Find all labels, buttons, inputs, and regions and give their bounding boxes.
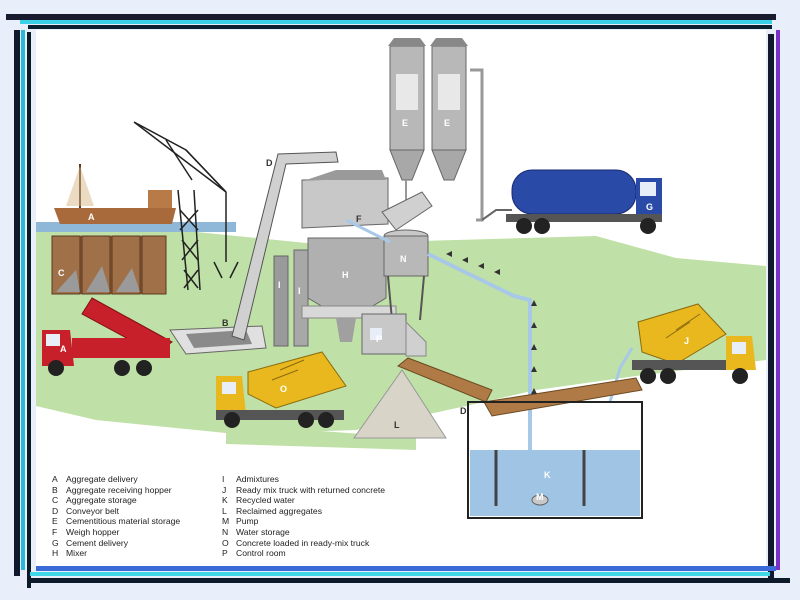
label-b: B <box>222 318 229 328</box>
admixture-tanks: I I <box>273 249 309 347</box>
mixer: H <box>301 237 397 342</box>
label-e-left: E <box>402 118 408 128</box>
label-d-top: D <box>266 158 273 168</box>
label-d-right: D <box>460 406 467 416</box>
river <box>36 222 236 232</box>
weigh-hopper: F <box>301 170 433 231</box>
top-bar-dark <box>6 14 776 20</box>
left-bar-dark-2 <box>27 32 31 588</box>
ground-lower <box>226 424 416 450</box>
main-conveyor: D <box>231 151 339 341</box>
reclaimer-conveyor: D <box>397 357 643 417</box>
label-k: K <box>544 470 551 480</box>
label-p: P <box>376 334 382 344</box>
label-e-right: E <box>444 118 450 128</box>
label-a-boat: A <box>88 212 95 222</box>
label-h: H <box>342 270 349 280</box>
diagram-panel: A C B D A <box>36 30 766 566</box>
label-a-truck: A <box>60 344 67 354</box>
aggregate-boat: A <box>54 164 176 224</box>
label-f: F <box>356 214 362 224</box>
label-i-right: I <box>298 286 301 296</box>
bottom-bar-cyan <box>30 572 770 576</box>
label-o: O <box>280 384 287 394</box>
label-g: G <box>646 202 653 212</box>
reclaimed-aggregates-pile: L <box>353 369 447 439</box>
recycled-water-tank: K M <box>467 401 643 519</box>
aggregate-storage-bins: C <box>51 235 167 295</box>
crane <box>133 121 239 291</box>
right-bar-purple <box>776 30 780 570</box>
label-j: J <box>684 336 689 346</box>
top-bar-cyan <box>20 20 772 24</box>
label-n: N <box>400 254 407 264</box>
flow-arrows <box>446 251 537 394</box>
red-dump-truck: A <box>42 297 173 376</box>
bottom-bar-blue <box>36 566 776 571</box>
cement-tanker: G <box>481 169 662 234</box>
label-l: L <box>394 420 400 430</box>
label-m: M <box>536 492 544 502</box>
concrete-plant-diagram: A C B D A <box>36 38 766 519</box>
label-c: C <box>58 268 65 278</box>
left-bar-dark <box>14 30 20 576</box>
label-i-left: I <box>278 280 281 290</box>
right-bar-dark <box>768 34 774 580</box>
loaded-mix-truck: O <box>216 351 347 428</box>
left-bar-cyan <box>21 30 25 570</box>
bottom-bar-dark <box>30 578 790 583</box>
control-room: P <box>361 313 427 357</box>
top-bar-dark-2 <box>28 25 772 29</box>
cement-silos: E E <box>388 38 484 222</box>
